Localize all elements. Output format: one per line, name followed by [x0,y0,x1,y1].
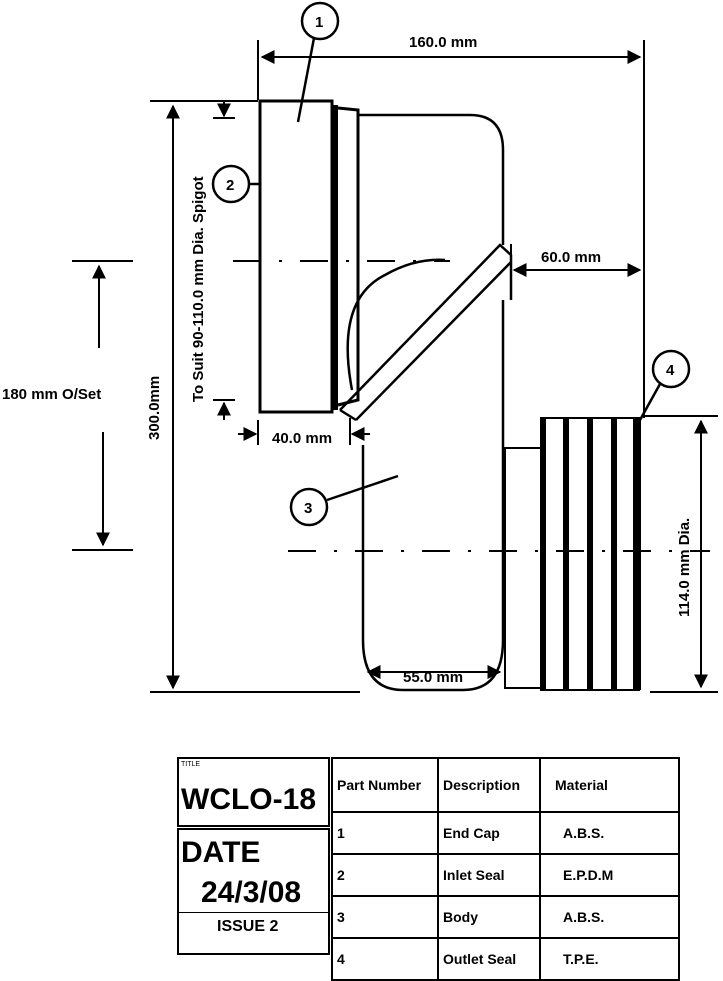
description-cell: Outlet Seal [437,937,541,981]
internal-dome [346,258,446,391]
balloon-4-leader [638,383,662,421]
table-row: 3 Body A.B.S. [331,895,680,939]
balloon-3-number: 3 [304,500,312,517]
issue-divider [179,912,328,914]
material-cell: A.B.S. [539,895,680,939]
table-row: 4 Outlet Seal T.P.E. [331,937,680,981]
header-part-number: Part Number [331,757,439,813]
drawing-issue: ISSUE 2 [217,918,279,935]
material-cell: E.P.D.M [539,853,680,897]
dim-overall-width-label: 160.0 mm [409,34,477,51]
centerlines [233,260,710,552]
date-label: DATE [181,836,261,869]
balloon-1 [300,1,340,41]
dim-inlet-step-label: 40.0 mm [272,430,332,447]
description-cell: End Cap [437,811,541,855]
dim-overall-height-label: 300.0mm [146,376,163,440]
material-cell: T.P.E. [539,937,680,981]
part-number-cell: 1 [331,811,439,855]
fitting-body [258,99,513,692]
balloon-1-number: 1 [315,14,323,31]
balloon-callouts [211,1,691,527]
lower-body-outline [361,300,505,692]
date-block: DATE 24/3/08 ISSUE 2 [177,828,330,955]
parts-table-header-row: Part Number Description Material [331,757,680,813]
drawing-date: 24/3/08 [201,876,302,909]
part-number-cell: 3 [331,895,439,939]
dim-offset-note-label: 180 mm O/Set [2,386,101,403]
outlet-seal-body [504,447,544,689]
balloon-2-number: 2 [226,177,234,194]
part-number-cell: 2 [331,853,439,897]
dim-body-width-label: 55.0 mm [403,669,463,686]
table-row: 1 End Cap A.B.S. [331,811,680,855]
dim-spigot-note-label: To Suit 90-110.0 mm Dia. Spigot [190,176,207,402]
balloon-4 [651,349,691,389]
parts-table: Part Number Description Material 1 End C… [331,757,680,981]
balloon-4-number: 4 [666,362,675,379]
balloon-3 [289,487,329,527]
description-cell: Body [437,895,541,939]
material-cell: A.B.S. [539,811,680,855]
dim-outlet-offset-label: 60.0 mm [541,249,601,266]
end-cap-outline [258,99,334,414]
table-row: 2 Inlet Seal E.P.D.M [331,853,680,897]
title-block: TITLE WCLO-18 [177,757,330,827]
description-cell: Inlet Seal [437,853,541,897]
outlet-seal [504,417,641,691]
drawing-title: WCLO-18 [181,783,316,816]
header-description: Description [437,757,541,813]
balloon-1-leader [296,37,316,123]
part-number-cell: 4 [331,937,439,981]
upper-body-outline [358,113,505,245]
dimension-lines [72,40,718,693]
balloon-3-leader [326,474,399,502]
diagonal-baffle [339,243,513,422]
header-material: Material [539,757,680,813]
title-label: TITLE [181,761,201,768]
dim-outlet-dia-label: 114.0 mm Dia. [676,518,693,617]
